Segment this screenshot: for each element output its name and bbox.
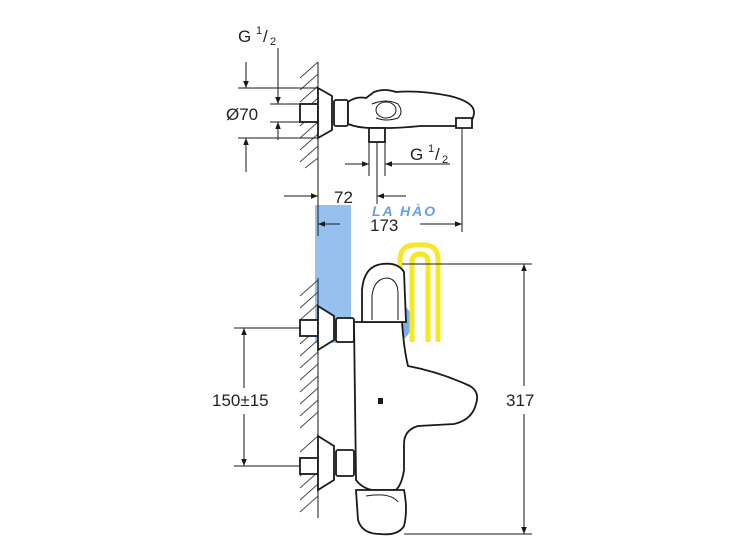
side-bottom-knob xyxy=(355,489,407,536)
thread-mid-sub: 2 xyxy=(442,154,448,166)
side-indicator-mark xyxy=(378,398,383,404)
dim-317-label: 317 xyxy=(506,391,534,410)
side-handle-knob xyxy=(361,262,407,323)
side-upper-nut xyxy=(335,317,355,343)
dim-173-label: 173 xyxy=(370,216,398,235)
side-dimensions: 150±15 317 xyxy=(212,263,534,535)
thread-top-sub: 2 xyxy=(270,36,276,48)
side-upper-nipple xyxy=(299,319,319,337)
thread-mid-slash: / xyxy=(435,145,440,164)
top-dimensions: G 1 / 2 Ø70 G 1 / 2 72 173 xyxy=(226,25,463,236)
top-outlet-nipple xyxy=(368,127,386,143)
top-body-detail xyxy=(371,100,402,121)
dim-150-label: 150±15 xyxy=(212,391,269,410)
top-mixer-body xyxy=(347,89,475,129)
side-view xyxy=(299,262,479,536)
side-mixer-body xyxy=(353,321,479,491)
top-pipe-nipple xyxy=(299,103,319,123)
top-handle-cap xyxy=(375,101,397,119)
thread-mid-base: G xyxy=(410,145,423,164)
thread-mid-sup: 1 xyxy=(428,143,434,155)
top-spout-tip xyxy=(455,117,473,129)
top-escutcheon xyxy=(317,86,333,140)
thread-top-slash: / xyxy=(263,27,268,46)
side-bottom-knob-detail xyxy=(365,494,399,503)
top-union-nut xyxy=(333,99,349,127)
side-lower-escutcheon xyxy=(317,434,335,492)
watermark-yellow-arches xyxy=(397,242,441,342)
side-handle-inner xyxy=(371,277,399,320)
dim-72-label: 72 xyxy=(334,188,353,207)
diameter-label: Ø70 xyxy=(226,105,258,124)
side-wall-hatch xyxy=(299,279,319,513)
side-upper-escutcheon xyxy=(317,304,335,352)
thread-top-sup: 1 xyxy=(256,25,262,37)
side-lower-nipple xyxy=(299,457,319,475)
watermark-text: LA HÀO xyxy=(372,203,437,219)
side-lower-nut xyxy=(335,449,355,477)
thread-top-base: G xyxy=(238,27,251,46)
top-view xyxy=(299,61,475,169)
